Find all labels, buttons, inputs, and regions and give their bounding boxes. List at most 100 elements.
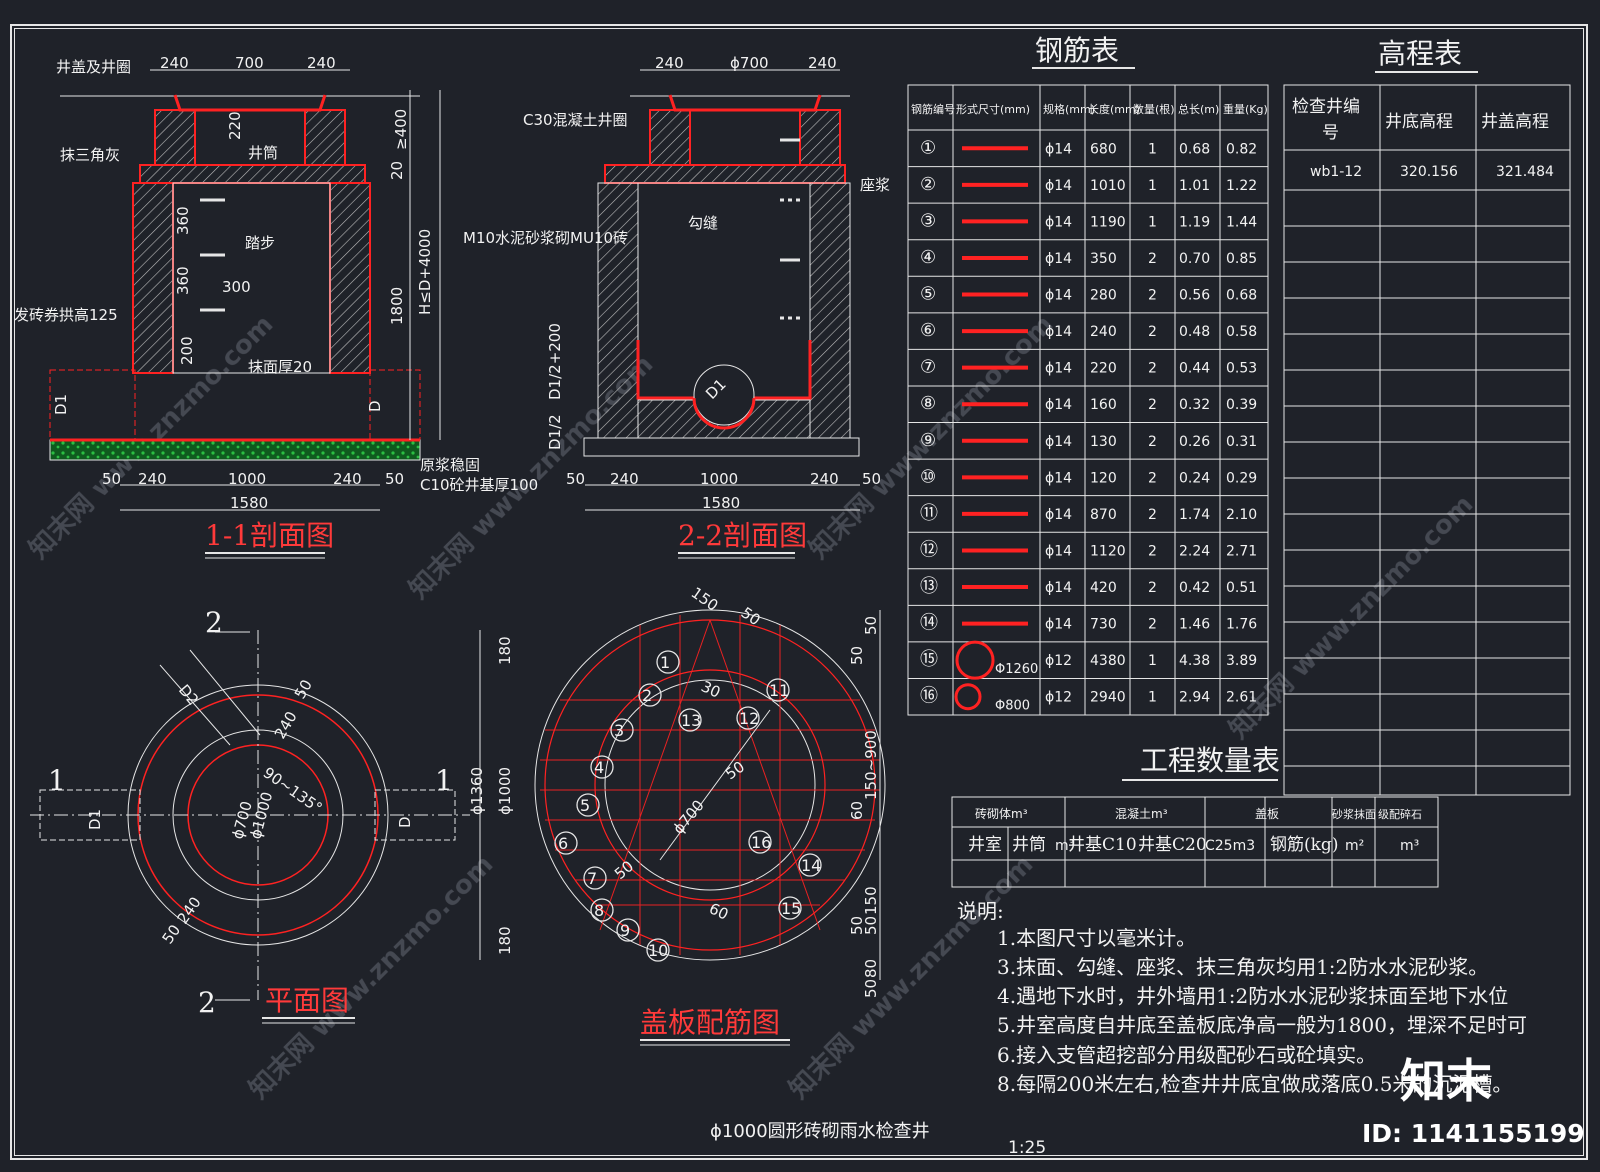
qty-sub-m2: m² [1345, 838, 1364, 854]
dim-2b50-a: 50 [566, 470, 585, 488]
rebar-row-spec: ϕ14 [1045, 507, 1072, 523]
qty-header-concrete: 混凝土m³ [1115, 806, 1168, 821]
rebar-row-weight: 1.44 [1226, 214, 1257, 230]
elev-header-id-b: 号 [1322, 123, 1339, 143]
rebar-row-weight: 0.29 [1226, 470, 1257, 486]
rebar-row-total: 0.42 [1179, 580, 1210, 596]
label-triangle: 抹三角灰 [60, 146, 120, 164]
rebar-row-total: 1.74 [1179, 507, 1210, 523]
rebar-row-length: 160 [1090, 397, 1117, 413]
rebar-row-weight: 2.10 [1226, 507, 1257, 523]
qty-sub-m3b: m³ [1400, 838, 1419, 854]
rebar-row-no: ⑩ [920, 466, 936, 487]
elevation-title: 高程表 [1378, 37, 1462, 70]
dim-t240-a: 240 [655, 54, 684, 72]
rebar-row-qty: 2 [1148, 361, 1157, 377]
dim-2b240-a: 240 [610, 470, 639, 488]
label-plaster: 抹面厚20 [248, 358, 312, 376]
svg-text:15: 15 [781, 899, 801, 918]
cover-r60: 60 [848, 801, 866, 820]
dim-300: 300 [222, 278, 251, 296]
rebar-header: 数量(根) [1133, 102, 1175, 116]
rebar-row-spec: ϕ14 [1045, 543, 1072, 559]
svg-text:10: 10 [648, 941, 668, 960]
cover-d30: 30 [698, 677, 723, 701]
svg-text:12: 12 [739, 709, 759, 728]
label-step: 踏步 [245, 234, 275, 252]
cover-d50a: 50 [738, 604, 764, 630]
svg-text:16: 16 [751, 833, 771, 852]
drawing-name: ϕ1000圆形砖砌雨水检查井 [710, 1121, 930, 1142]
label-cover: 井盖及井圈 [56, 58, 131, 76]
rebar-row-qty: 2 [1148, 580, 1157, 596]
rebar-ring-shape [955, 640, 995, 680]
rebar-row-total: 0.56 [1179, 288, 1210, 304]
cover-r50d: 50 [848, 916, 866, 935]
rebar-header: 长度(mm) [1088, 102, 1140, 116]
rebar-header: 总长(m) [1178, 102, 1219, 116]
rebar-row-total: 2.94 [1179, 690, 1210, 706]
qty-header-cover: 盖板 [1255, 807, 1279, 821]
svg-text:11: 11 [769, 681, 789, 700]
plan-a50: 50 [291, 676, 316, 702]
label-h: H≤D+4000 [416, 229, 434, 315]
rebar-row-weight: 2.61 [1226, 690, 1257, 706]
rebar-header: 规格(mm) [1043, 102, 1095, 116]
rebar-row-spec: ϕ12 [1045, 690, 1072, 706]
cut-1-right: 1 [435, 764, 453, 797]
cover-r50c: 50 [862, 916, 880, 935]
rebar-row-weight: 0.85 [1226, 251, 1257, 267]
rebar-row-qty: 2 [1148, 397, 1157, 413]
svg-text:13: 13 [681, 711, 701, 730]
rebar-row-no: ⑮ [920, 649, 938, 670]
rebar-row-no: ⑬ [920, 576, 938, 597]
rebar-row-qty: 2 [1148, 617, 1157, 633]
dim-400: ≥400 [392, 109, 410, 150]
dim-360-a: 360 [174, 206, 192, 235]
rebar-row-spec: ϕ14 [1045, 324, 1072, 340]
note-4: 4.遇地下水时，井外墙用1:2防水水泥砂浆抹面至地下水位 [997, 984, 1508, 1008]
cover-r150: 150 [862, 886, 880, 915]
plan-d: D [396, 816, 414, 828]
qty-sub-steel: 钢筋(kg) [1270, 835, 1338, 855]
rebar-row-no: ⑥ [920, 320, 936, 341]
rebar-row-length: 1190 [1090, 214, 1126, 230]
svg-text:1: 1 [660, 653, 670, 672]
rebar-row-qty: 2 [1148, 543, 1157, 559]
rebar-row-qty: 1 [1148, 178, 1157, 194]
label-mortar: 座浆 [860, 176, 890, 194]
rebar-row-weight: 0.58 [1226, 324, 1257, 340]
dim-b50-a: 50 [102, 470, 121, 488]
label-ring: C30混凝土井圈 [523, 111, 628, 129]
rebar-row-no: ⑯ [920, 686, 938, 707]
rebar-row-qty: 2 [1148, 288, 1157, 304]
qty-sub-chamber: 井室 [968, 835, 1002, 855]
rebar-row-weight: 0.31 [1226, 434, 1257, 450]
dim-220: 220 [226, 111, 244, 140]
rebar-row-qty: 2 [1148, 324, 1157, 340]
rebar-row-length: 350 [1090, 251, 1117, 267]
note-8: 8.每隔200米左右,检查井井底宜做成落底0.5米的沉泥槽。 [997, 1072, 1512, 1096]
rebar-row-length: 4380 [1090, 653, 1126, 669]
dim-b50-b: 50 [385, 470, 404, 488]
cut-2-top: 2 [205, 606, 223, 639]
drawing-scale: 1:25 [1008, 1138, 1046, 1158]
svg-text:4: 4 [594, 758, 604, 777]
rebar-row-total: 0.70 [1179, 251, 1210, 267]
rebar-row-length: 120 [1090, 470, 1117, 486]
rebar-row-qty: 1 [1148, 653, 1157, 669]
section-2-2: C30混凝土井圈 座浆 勾缝 M10水泥砂浆砌MU10砖 D1/2+200 D1… [463, 54, 890, 559]
dim-240-b: 240 [307, 54, 336, 72]
qty-header-plaster: 砂浆抹面 [1332, 807, 1376, 821]
rebar-row-length: 280 [1090, 288, 1117, 304]
rebar-row-spec: ϕ14 [1045, 470, 1072, 486]
cover-v1000: ϕ1000 [496, 767, 514, 815]
plan-d1: D1 [86, 809, 104, 830]
rebar-row-total: 4.38 [1179, 653, 1210, 669]
cover-title: 盖板配筋图 [640, 1006, 780, 1039]
dim-b240-a: 240 [138, 470, 167, 488]
brand-logo: 知末 [1400, 1054, 1492, 1108]
cover-r150900: 150~900 [862, 730, 880, 800]
cut-1-left: 1 [48, 764, 66, 797]
quantity-table: 工程数量表 砖砌体m³ 混凝土m³ 盖板 砂浆抹面 级配碎石 井室 井筒 m³ … [951, 744, 1439, 888]
